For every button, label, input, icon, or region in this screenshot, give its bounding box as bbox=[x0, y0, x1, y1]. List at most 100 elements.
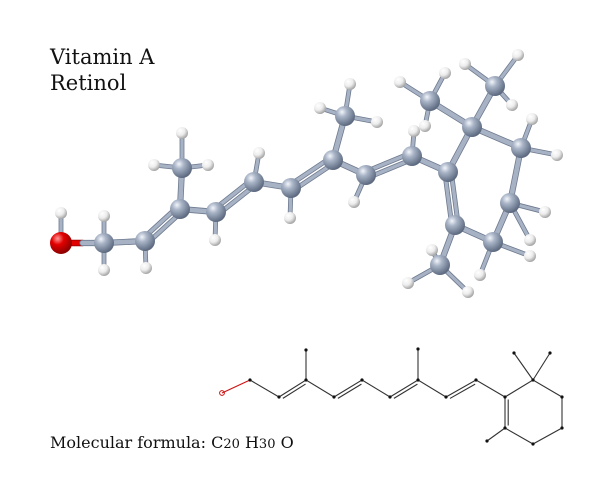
hydrogen-atom bbox=[314, 102, 326, 114]
hydrogen-atom bbox=[209, 234, 221, 246]
carbon-atom bbox=[420, 91, 440, 111]
skeleton-atom bbox=[512, 351, 516, 355]
hydrogen-atom bbox=[394, 76, 406, 88]
carbon-atom bbox=[462, 117, 482, 137]
skeletal-formula bbox=[219, 347, 564, 446]
skeleton-atom bbox=[304, 378, 308, 382]
hydrogen-atom bbox=[459, 58, 471, 70]
hydrogen-atom bbox=[426, 244, 438, 256]
skeleton-atom bbox=[560, 426, 564, 430]
skeleton-atom bbox=[416, 347, 420, 351]
carbon-atom bbox=[135, 231, 155, 251]
hydrogen-atom bbox=[253, 147, 265, 159]
carbon-atom bbox=[206, 202, 226, 222]
carbon-atom bbox=[485, 76, 505, 96]
skeleton-oxygen bbox=[219, 390, 225, 396]
hydrogen-atom bbox=[148, 159, 160, 171]
hydrogen-atom bbox=[98, 210, 110, 222]
carbon-atom bbox=[281, 178, 301, 198]
skeleton-atom bbox=[503, 426, 507, 430]
skeleton-bond bbox=[393, 383, 418, 399]
hydrogen-atom bbox=[526, 113, 538, 125]
hydrogen-atom bbox=[140, 262, 152, 274]
skeleton-bond bbox=[417, 379, 447, 398]
skeleton-atom bbox=[248, 378, 252, 382]
skeleton-atom bbox=[277, 395, 281, 399]
skeleton-bond bbox=[249, 379, 280, 398]
skeleton-bond bbox=[532, 379, 563, 398]
carbon-atom bbox=[402, 146, 422, 166]
formula-hydrogen: H bbox=[244, 433, 259, 452]
skeleton-bond bbox=[504, 379, 534, 398]
atom-layer bbox=[50, 49, 563, 298]
skeleton-atom bbox=[485, 439, 489, 443]
oxygen-atom bbox=[50, 232, 72, 254]
formula-oxygen: O bbox=[280, 433, 294, 452]
hydrogen-atom bbox=[371, 116, 383, 128]
hydrogen-atom bbox=[551, 149, 563, 161]
molecular-formula: Molecular formula: C20 H30 O bbox=[50, 433, 294, 452]
formula-carbon-count: 20 bbox=[223, 437, 240, 452]
carbon-atom bbox=[511, 138, 531, 158]
skeleton-oh-bond bbox=[221, 379, 251, 394]
hydrogen-atom bbox=[284, 212, 296, 224]
skeleton-bond bbox=[449, 383, 476, 399]
skeleton-bond bbox=[361, 379, 391, 398]
skeleton-atom bbox=[531, 378, 535, 382]
carbon-atom bbox=[483, 232, 503, 252]
carbon-atom bbox=[356, 165, 376, 185]
hydrogen-atom bbox=[176, 127, 188, 139]
hydrogen-atom bbox=[506, 99, 518, 111]
compound-common-name: Retinol bbox=[50, 71, 127, 95]
hydrogen-atom bbox=[55, 207, 67, 219]
carbon-atom bbox=[172, 158, 192, 178]
skeleton-bond bbox=[532, 352, 551, 381]
hydrogen-atom bbox=[524, 234, 536, 246]
title-block: Vitamin A Retinol bbox=[50, 44, 154, 96]
skeleton-atom bbox=[531, 442, 535, 446]
hydrogen-atom bbox=[419, 120, 431, 132]
skeleton-bond bbox=[445, 379, 477, 398]
skeleton-atom bbox=[332, 395, 336, 399]
carbon-atom bbox=[438, 162, 458, 182]
carbon-atom bbox=[94, 233, 114, 253]
skeleton-bond bbox=[278, 379, 307, 398]
skeleton-bond bbox=[513, 352, 534, 381]
hydrogen-atom bbox=[539, 206, 551, 218]
formula-carbon: C bbox=[211, 433, 224, 452]
hydrogen-atom bbox=[474, 269, 486, 281]
bond-layer bbox=[57, 52, 560, 295]
hydrogen-atom bbox=[98, 264, 110, 276]
carbon-atom bbox=[500, 193, 520, 213]
carbon-atom bbox=[323, 150, 343, 170]
hydrogen-atom bbox=[344, 78, 356, 90]
hydrogen-atom bbox=[402, 277, 414, 289]
skeleton-bond bbox=[504, 427, 534, 445]
carbon-atom bbox=[445, 215, 465, 235]
hydrogen-atom bbox=[348, 196, 360, 208]
hydrogen-atom bbox=[462, 286, 474, 298]
skeleton-bond bbox=[333, 379, 363, 398]
skeleton-atom bbox=[503, 395, 507, 399]
skeleton-bond bbox=[475, 379, 506, 398]
skeleton-bond bbox=[337, 383, 362, 399]
skeleton-bond bbox=[532, 427, 563, 445]
formula-label: Molecular formula: bbox=[50, 433, 206, 452]
formula-hydrogen-count: 30 bbox=[258, 437, 276, 452]
skeleton-atom bbox=[560, 395, 564, 399]
skeleton-bond bbox=[305, 379, 335, 398]
skeleton-bond bbox=[486, 427, 506, 442]
hydrogen-atom bbox=[202, 159, 214, 171]
skeleton-atom bbox=[444, 395, 448, 399]
carbon-atom bbox=[335, 106, 355, 126]
compound-name: Vitamin A bbox=[50, 45, 155, 69]
skeleton-bond bbox=[389, 379, 419, 398]
skeleton-bond bbox=[282, 383, 306, 399]
skeleton-atom bbox=[548, 351, 552, 355]
skeleton-atom bbox=[360, 378, 364, 382]
hydrogen-atom bbox=[512, 49, 524, 61]
carbon-atom bbox=[244, 172, 264, 192]
hydrogen-atom bbox=[408, 125, 420, 137]
skeleton-atom bbox=[304, 348, 308, 352]
